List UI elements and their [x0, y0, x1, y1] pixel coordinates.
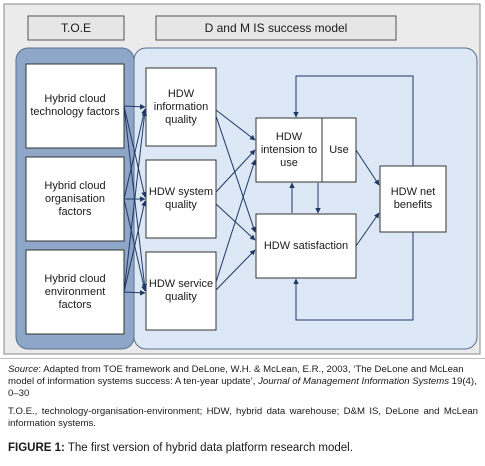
- quality-label-information: HDW information quality: [153, 87, 209, 126]
- quality-label-system: HDW system quality: [148, 186, 214, 211]
- toe-box-technology: [25, 63, 125, 149]
- source-label: Source: [8, 364, 39, 375]
- quality-label-service: HDW service quality: [148, 278, 214, 303]
- toe-to-quality-arrows: [123, 104, 148, 296]
- caption-divider: [0, 358, 485, 359]
- figure-text: The first version of hybrid data platfor…: [64, 442, 353, 454]
- toe-title-box: [27, 15, 125, 41]
- source-text-2: 19(4), 0–30: [8, 376, 477, 399]
- quality-box-information: [145, 67, 217, 147]
- journal-name: Journal of Management Information System…: [258, 376, 449, 387]
- net-benefits-label: HDW net benefits: [390, 186, 436, 211]
- figure-caption: FIGURE 1: The first version of hybrid da…: [8, 441, 478, 455]
- quality-box-service: [145, 251, 217, 331]
- use-label: Use: [329, 143, 349, 156]
- toe-label-environment: Hybrid cloud environment factors: [44, 272, 106, 311]
- outcome-arrows: [289, 75, 414, 321]
- source-caption: Source: Adapted from TOE framework and D…: [8, 364, 478, 400]
- quality-to-outcome-arrows: [215, 109, 257, 291]
- abbreviations-caption: T.O.E., technology-organisation-environm…: [8, 406, 478, 429]
- toe-title: T.O.E: [60, 21, 91, 35]
- satisfaction-box: [255, 213, 357, 279]
- intention-label: HDW intension to use: [260, 130, 318, 169]
- net-benefits-box: [379, 165, 447, 233]
- dm-title-box: [155, 15, 397, 41]
- figure-label: FIGURE 1:: [8, 442, 65, 454]
- dm-title: D and M IS success model: [204, 21, 348, 35]
- toe-label-organisation: Hybrid cloud organisation factors: [44, 179, 106, 218]
- satisfaction-label: HDW satisfaction: [263, 239, 349, 252]
- toe-label-technology: Hybrid cloud technology factors: [30, 93, 120, 118]
- research-model-diagram: T.O.E D and M IS success model Hybrid cl…: [3, 3, 481, 355]
- quality-box-system: [145, 159, 217, 239]
- source-text-1: : Adapted from TOE framework and DeLone,…: [8, 364, 464, 387]
- intention-box: [255, 117, 357, 183]
- diagram-canvas: [3, 3, 481, 355]
- toe-box-environment: [25, 249, 125, 335]
- toe-box-organisation: [25, 156, 125, 242]
